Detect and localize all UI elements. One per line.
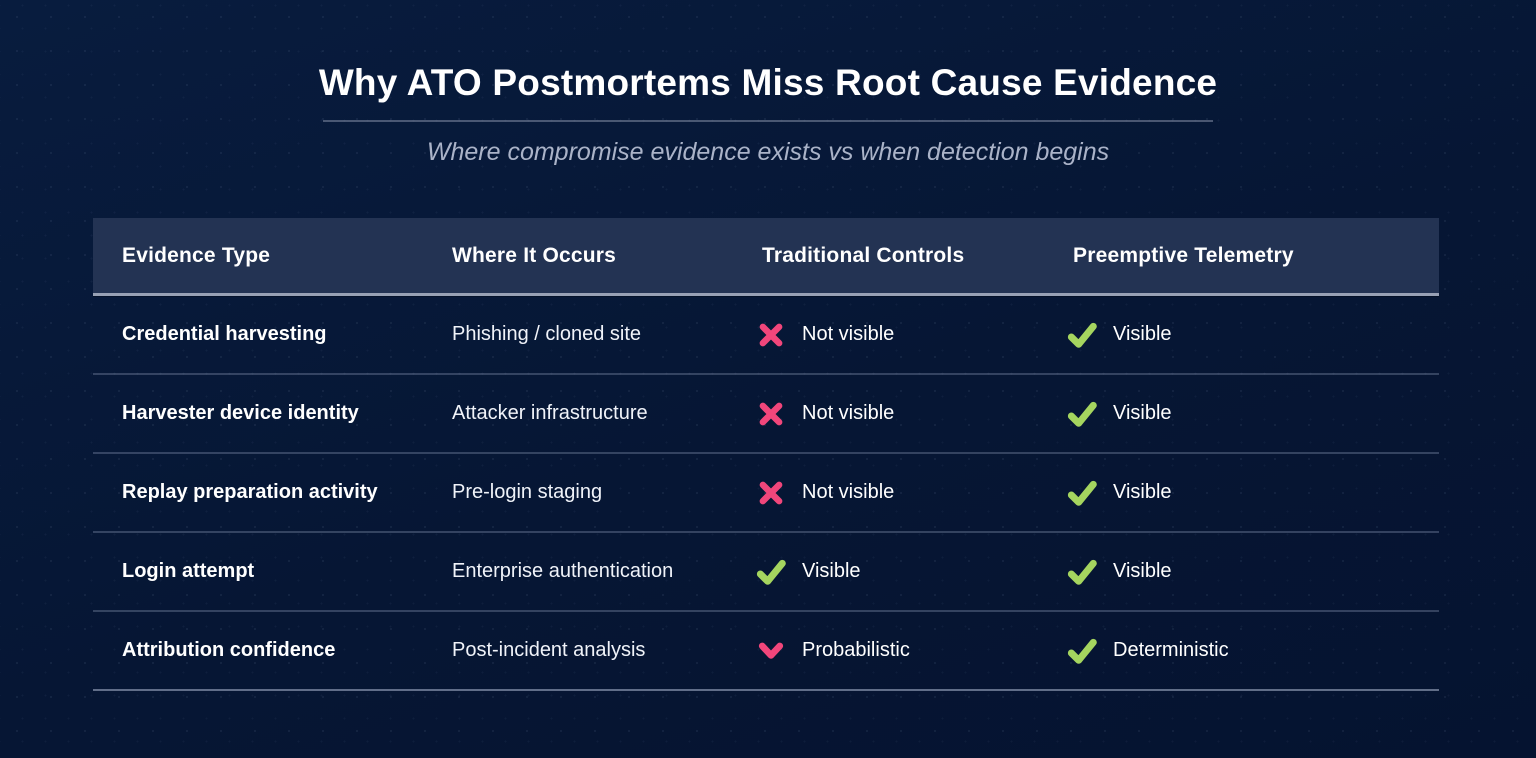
status-label: Probabilistic xyxy=(802,639,910,661)
check-icon xyxy=(1066,556,1098,588)
status-label: Deterministic xyxy=(1113,639,1229,661)
where-it-occurs-cell: Attacker infrastructure xyxy=(452,402,648,424)
where-it-occurs-cell: Post-incident analysis xyxy=(452,639,646,661)
check-icon xyxy=(1066,398,1098,430)
status-label: Visible xyxy=(802,560,861,582)
page-subtitle: Where compromise evidence exists vs when… xyxy=(426,138,1110,166)
preemptive-status-cell: Visible xyxy=(1044,398,1439,430)
where-it-occurs-cell: Pre-login staging xyxy=(452,481,603,503)
status-label: Not visible xyxy=(802,402,895,424)
table-row: Attribution confidence Post-incident anal… xyxy=(93,612,1439,691)
traditional-status-cell: Not visible xyxy=(733,398,1044,430)
cross-icon xyxy=(755,398,787,430)
status-label: Not visible xyxy=(802,323,895,345)
traditional-status-cell: Probabilistic xyxy=(733,635,1044,667)
preemptive-status-cell: Visible xyxy=(1044,477,1439,509)
preemptive-status-cell: Visible xyxy=(1044,319,1439,351)
column-header-where-it-occurs: Where It Occurs xyxy=(452,243,617,267)
preemptive-status-cell: Visible xyxy=(1044,556,1439,588)
where-it-occurs-cell: Phishing / cloned site xyxy=(452,323,642,345)
table-row: Replay preparation activity Pre-login sta… xyxy=(93,454,1439,533)
column-header-evidence-type: Evidence Type xyxy=(122,243,271,267)
table-row: Credential harvesting Phishing / cloned s… xyxy=(93,296,1439,375)
traditional-status-cell: Not visible xyxy=(733,477,1044,509)
header-block: Why ATO Postmortems Miss Root Cause Evid… xyxy=(0,0,1536,167)
traditional-status-cell: Visible xyxy=(733,556,1044,588)
evidence-type-cell: Attribution confidence xyxy=(122,639,336,661)
status-label: Visible xyxy=(1113,560,1172,582)
evidence-type-cell: Login attempt xyxy=(122,560,255,582)
preemptive-status-cell: Deterministic xyxy=(1044,635,1439,667)
evidence-type-cell: Harvester device identity xyxy=(122,402,359,424)
status-label: Not visible xyxy=(802,481,895,503)
table-row: Login attempt Enterprise authentication Vi… xyxy=(93,533,1439,612)
column-header-preemptive-telemetry: Preemptive Telemetry xyxy=(1073,243,1294,267)
evidence-type-cell: Credential harvesting xyxy=(122,323,327,345)
chevron-down-icon xyxy=(755,635,787,667)
check-icon xyxy=(1066,477,1098,509)
evidence-type-cell: Replay preparation activity xyxy=(122,481,378,503)
evidence-table: Evidence Type Where It Occurs Traditiona… xyxy=(93,218,1439,691)
cross-icon xyxy=(755,319,787,351)
check-icon xyxy=(1066,319,1098,351)
page-title: Why ATO Postmortems Miss Root Cause Evid… xyxy=(318,62,1218,103)
title-divider xyxy=(323,120,1213,122)
where-it-occurs-cell: Enterprise authentication xyxy=(452,560,674,582)
status-label: Visible xyxy=(1113,481,1172,503)
check-icon xyxy=(1066,635,1098,667)
table-body: Credential harvesting Phishing / cloned s… xyxy=(93,296,1439,691)
column-header-traditional-controls: Traditional Controls xyxy=(762,243,965,267)
table-header-row: Evidence Type Where It Occurs Traditiona… xyxy=(93,218,1439,296)
status-label: Visible xyxy=(1113,323,1172,345)
cross-icon xyxy=(755,477,787,509)
table-row: Harvester device identity Attacker infras… xyxy=(93,375,1439,454)
traditional-status-cell: Not visible xyxy=(733,319,1044,351)
check-icon xyxy=(755,556,787,588)
status-label: Visible xyxy=(1113,402,1172,424)
